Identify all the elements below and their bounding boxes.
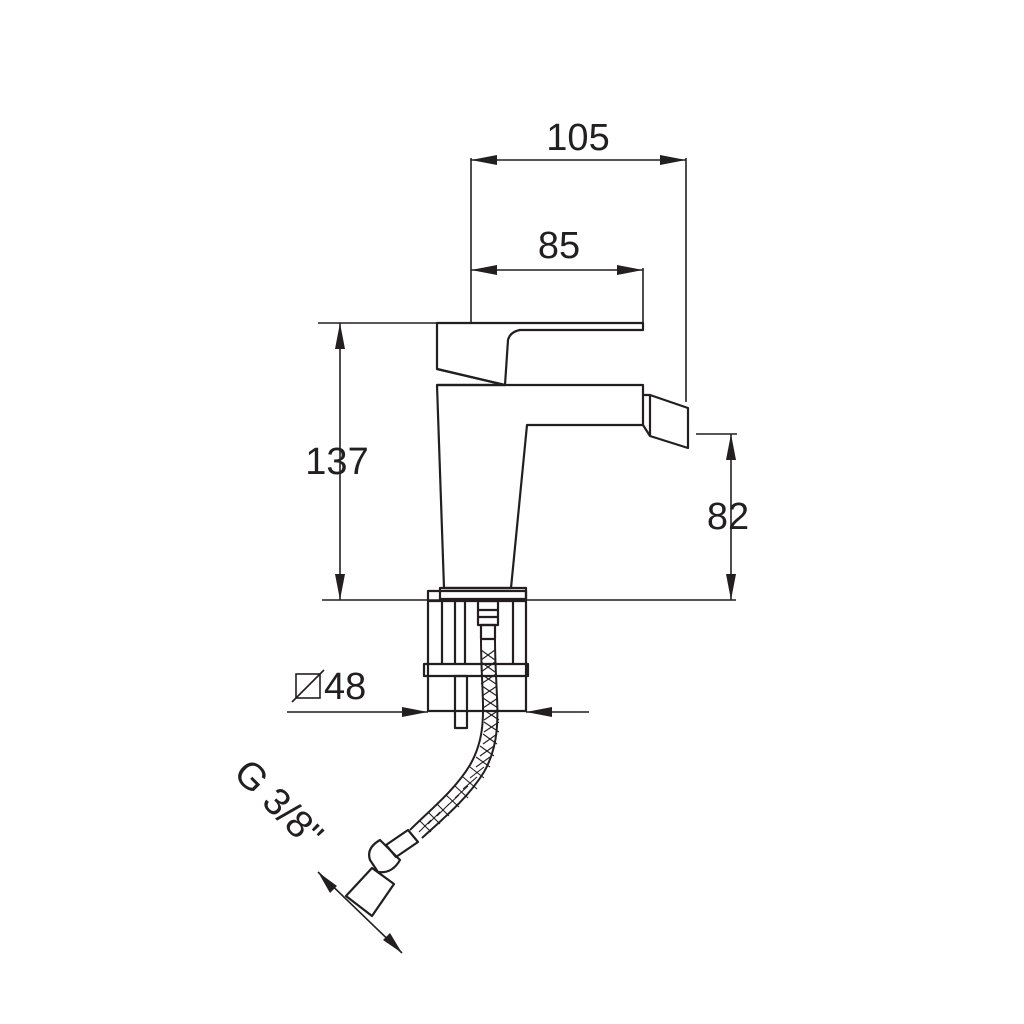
dimension-connection-thread: G 3/8"	[226, 752, 403, 954]
diameter-icon	[291, 669, 325, 703]
mounting-shank	[426, 589, 528, 713]
faucet-body	[435, 321, 690, 601]
dim-label-137: 137	[305, 441, 368, 483]
dim-label-48: 48	[324, 666, 366, 708]
dimension-total-height: 137	[305, 322, 736, 601]
dim-label-thread: G 3/8"	[226, 752, 331, 857]
dim-label-85: 85	[538, 225, 580, 267]
lever-handle	[435, 321, 645, 387]
mounting-assembly	[422, 589, 530, 730]
dimension-lever-reach: 85	[471, 225, 644, 323]
hose-end-nut	[384, 828, 420, 859]
dimension-overall-reach: 105	[470, 117, 687, 402]
dim-label-82: 82	[707, 496, 749, 538]
dimension-spout-height: 82	[696, 433, 749, 600]
hose-connector	[476, 599, 500, 627]
spout-nozzle	[642, 393, 690, 450]
dim-label-105: 105	[546, 117, 609, 159]
dimension-base-diameter: 48	[287, 666, 589, 717]
threaded-rod	[453, 674, 469, 730]
handle-wedge	[436, 367, 507, 387]
fixing-nut	[422, 662, 530, 678]
base-plate	[438, 586, 528, 601]
body-spout	[435, 383, 645, 590]
flexible-hose	[344, 638, 500, 918]
hose-end-fitting	[344, 866, 396, 918]
